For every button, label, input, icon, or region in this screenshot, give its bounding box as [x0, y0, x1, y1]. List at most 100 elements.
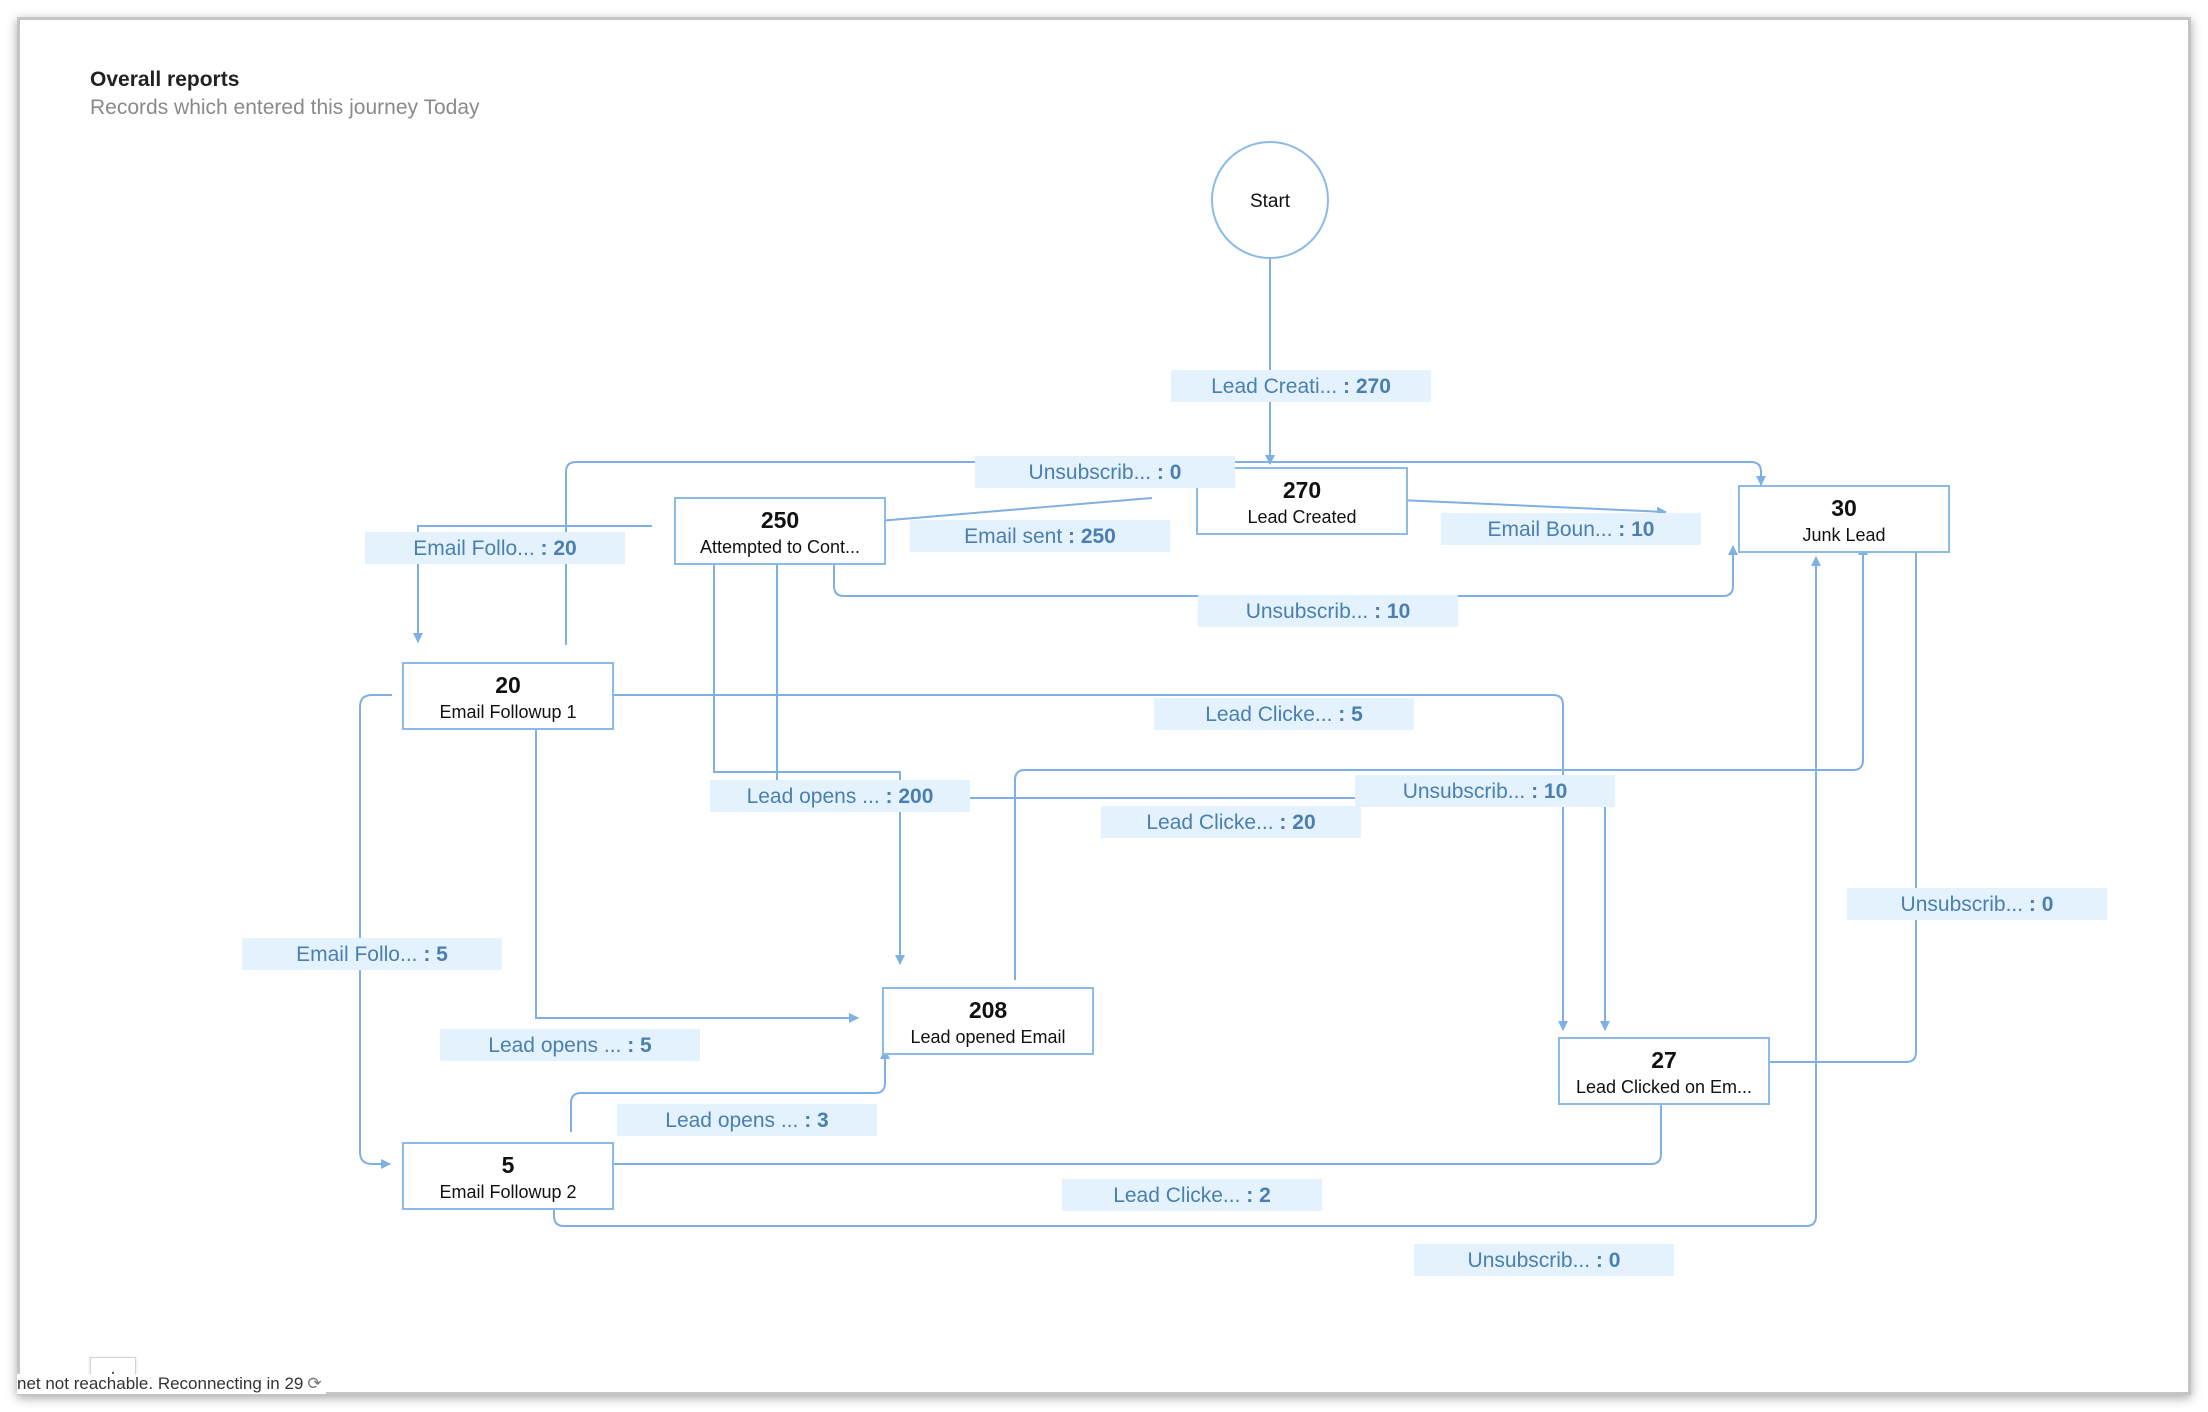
edge-label-name: Lead Creati... — [1211, 375, 1337, 398]
node-label: Attempted to Cont... — [700, 537, 860, 557]
edge-label-unsub-attempted[interactable]: Unsubscrib... : 10 — [1198, 595, 1458, 627]
edge-line-email-follo-5 — [359, 694, 392, 1169]
edge-label-email-follo-5[interactable]: Email Follo... : 5 — [242, 938, 502, 970]
edge-label-value: 20 — [553, 537, 576, 560]
edge-line-lead-opens-3 — [570, 1049, 890, 1132]
edge-label-bg — [1062, 1179, 1322, 1211]
edge-label-name: Email Boun... — [1488, 518, 1613, 541]
edge-label-sep: : — [1062, 525, 1081, 548]
node-count: 20 — [495, 672, 521, 698]
edge-label-lead-clicke-2[interactable]: Lead Clicke... : 2 — [1062, 1179, 1322, 1211]
edge-label-name: Lead Clicke... — [1205, 703, 1332, 726]
edge-label-value: 0 — [1609, 1249, 1621, 1272]
edge-label-value: 10 — [1631, 518, 1654, 541]
edge-label-lead-clicke-5[interactable]: Lead Clicke... : 5 — [1154, 698, 1414, 730]
refresh-icon[interactable]: ⟳ — [307, 1374, 322, 1393]
edge-label-value: 5 — [436, 943, 448, 966]
edge-label-value: 200 — [898, 785, 933, 808]
edge-label-lead-opens-3[interactable]: Lead opens ... : 3 — [617, 1104, 877, 1136]
node-label: Email Followup 2 — [439, 1182, 576, 1202]
report-canvas: Overall reports Records which entered th… — [17, 17, 2191, 1395]
edge-label-lead-opens-200[interactable]: Lead opens ... : 200 — [710, 780, 970, 812]
edge-label-bg — [617, 1104, 877, 1136]
edge-label-sep: : — [1525, 780, 1544, 803]
edge-label-bg — [1198, 595, 1458, 627]
edge-label-unsub-clicked[interactable]: Unsubscrib... : 0 — [1847, 888, 2107, 920]
edge-line-email-sent — [854, 497, 1153, 528]
node-label: Junk Lead — [1802, 525, 1885, 545]
edge-label-name: Unsubscrib... — [1246, 600, 1369, 623]
edge-label-text: Unsubscrib... : 0 — [1468, 1249, 1621, 1272]
edge-label-lead-opens-5[interactable]: Lead opens ... : 5 — [440, 1029, 700, 1061]
edge-label-unsub-followup2[interactable]: Unsubscrib... : 0 — [1414, 1244, 1674, 1276]
edge-label-value: 20 — [1292, 811, 1315, 834]
node-count: 208 — [969, 997, 1008, 1023]
edge-label-lead-clicke-20[interactable]: Lead Clicke... : 20 — [1101, 806, 1361, 838]
node-box — [402, 662, 614, 730]
edge-label-bg — [1171, 370, 1431, 402]
node-box — [1558, 1037, 1770, 1105]
edge-label-value: 0 — [1170, 461, 1182, 484]
edge-label-value: 2 — [1259, 1184, 1271, 1207]
edge-label-bg — [1355, 775, 1615, 807]
edge-label-lead-creation[interactable]: Lead Creati... : 270 — [1171, 370, 1431, 402]
edge-label-name: Email Follo... — [413, 537, 534, 560]
edge-label-bg — [1101, 806, 1361, 838]
edge-label-text: Email Follo... : 5 — [296, 943, 448, 966]
edge-label-text: Lead opens ... : 5 — [488, 1034, 652, 1057]
edge-label-text: Email sent : 250 — [964, 525, 1116, 548]
node-box — [1738, 485, 1950, 553]
edge-label-bg — [710, 780, 970, 812]
edge-line-unsub-opened — [1014, 545, 1868, 980]
edge-label-sep: : — [1151, 461, 1170, 484]
edge-label-text: Email Boun... : 10 — [1488, 518, 1655, 541]
edge-label-sep: : — [1240, 1184, 1259, 1207]
edge-label-name: Lead Clicke... — [1146, 811, 1273, 834]
edge-label-bg — [975, 456, 1235, 488]
node-box — [402, 1142, 614, 1210]
edge-label-bg — [1154, 698, 1414, 730]
node-count: 250 — [761, 507, 799, 533]
edge-label-sep: : — [880, 785, 899, 808]
edge-label-bg — [910, 520, 1170, 552]
report-subtitle: Records which entered this journey Today — [90, 96, 480, 119]
edge-label-sep: : — [1590, 1249, 1609, 1272]
edge-label-value: 0 — [2042, 893, 2054, 916]
node-label: Lead Created — [1247, 507, 1356, 527]
edge-label-text: Unsubscrib... : 10 — [1246, 600, 1411, 623]
edge-label-email-bounce[interactable]: Email Boun... : 10 — [1441, 513, 1701, 545]
start-label: Start — [1250, 191, 1291, 212]
edge-label-unsub-opened[interactable]: Unsubscrib... : 10 — [1355, 775, 1615, 807]
edge-line-unsub-attempted — [833, 545, 1738, 597]
edge-label-sep: : — [1332, 703, 1351, 726]
node-box — [674, 497, 886, 565]
edge-line-email-follo-20 — [413, 525, 652, 643]
edge-label-name: Email sent — [964, 525, 1062, 548]
edge-label-text: Lead Clicke... : 20 — [1146, 811, 1315, 834]
edge-label-unsub-top[interactable]: Unsubscrib... : 0 — [975, 456, 1235, 488]
edge-label-value: 10 — [1387, 600, 1410, 623]
edge-label-email-sent[interactable]: Email sent : 250 — [910, 520, 1170, 552]
edge-label-bg — [1414, 1244, 1674, 1276]
start-node[interactable]: Start — [1211, 141, 1329, 259]
edge-label-text: Unsubscrib... : 10 — [1403, 780, 1568, 803]
edge-label-value: 250 — [1081, 525, 1116, 548]
connection-status-text: net not reachable. Reconnecting in 29 — [17, 1374, 304, 1393]
edge-label-name: Lead opens ... — [747, 785, 880, 808]
node-count: 30 — [1831, 495, 1857, 521]
edge-label-name: Unsubscrib... — [1403, 780, 1526, 803]
node-label: Email Followup 1 — [439, 702, 576, 722]
edge-label-email-follo-20[interactable]: Email Follo... : 20 — [365, 532, 625, 564]
node-count: 5 — [502, 1152, 515, 1178]
edge-label-value: 3 — [817, 1109, 829, 1132]
